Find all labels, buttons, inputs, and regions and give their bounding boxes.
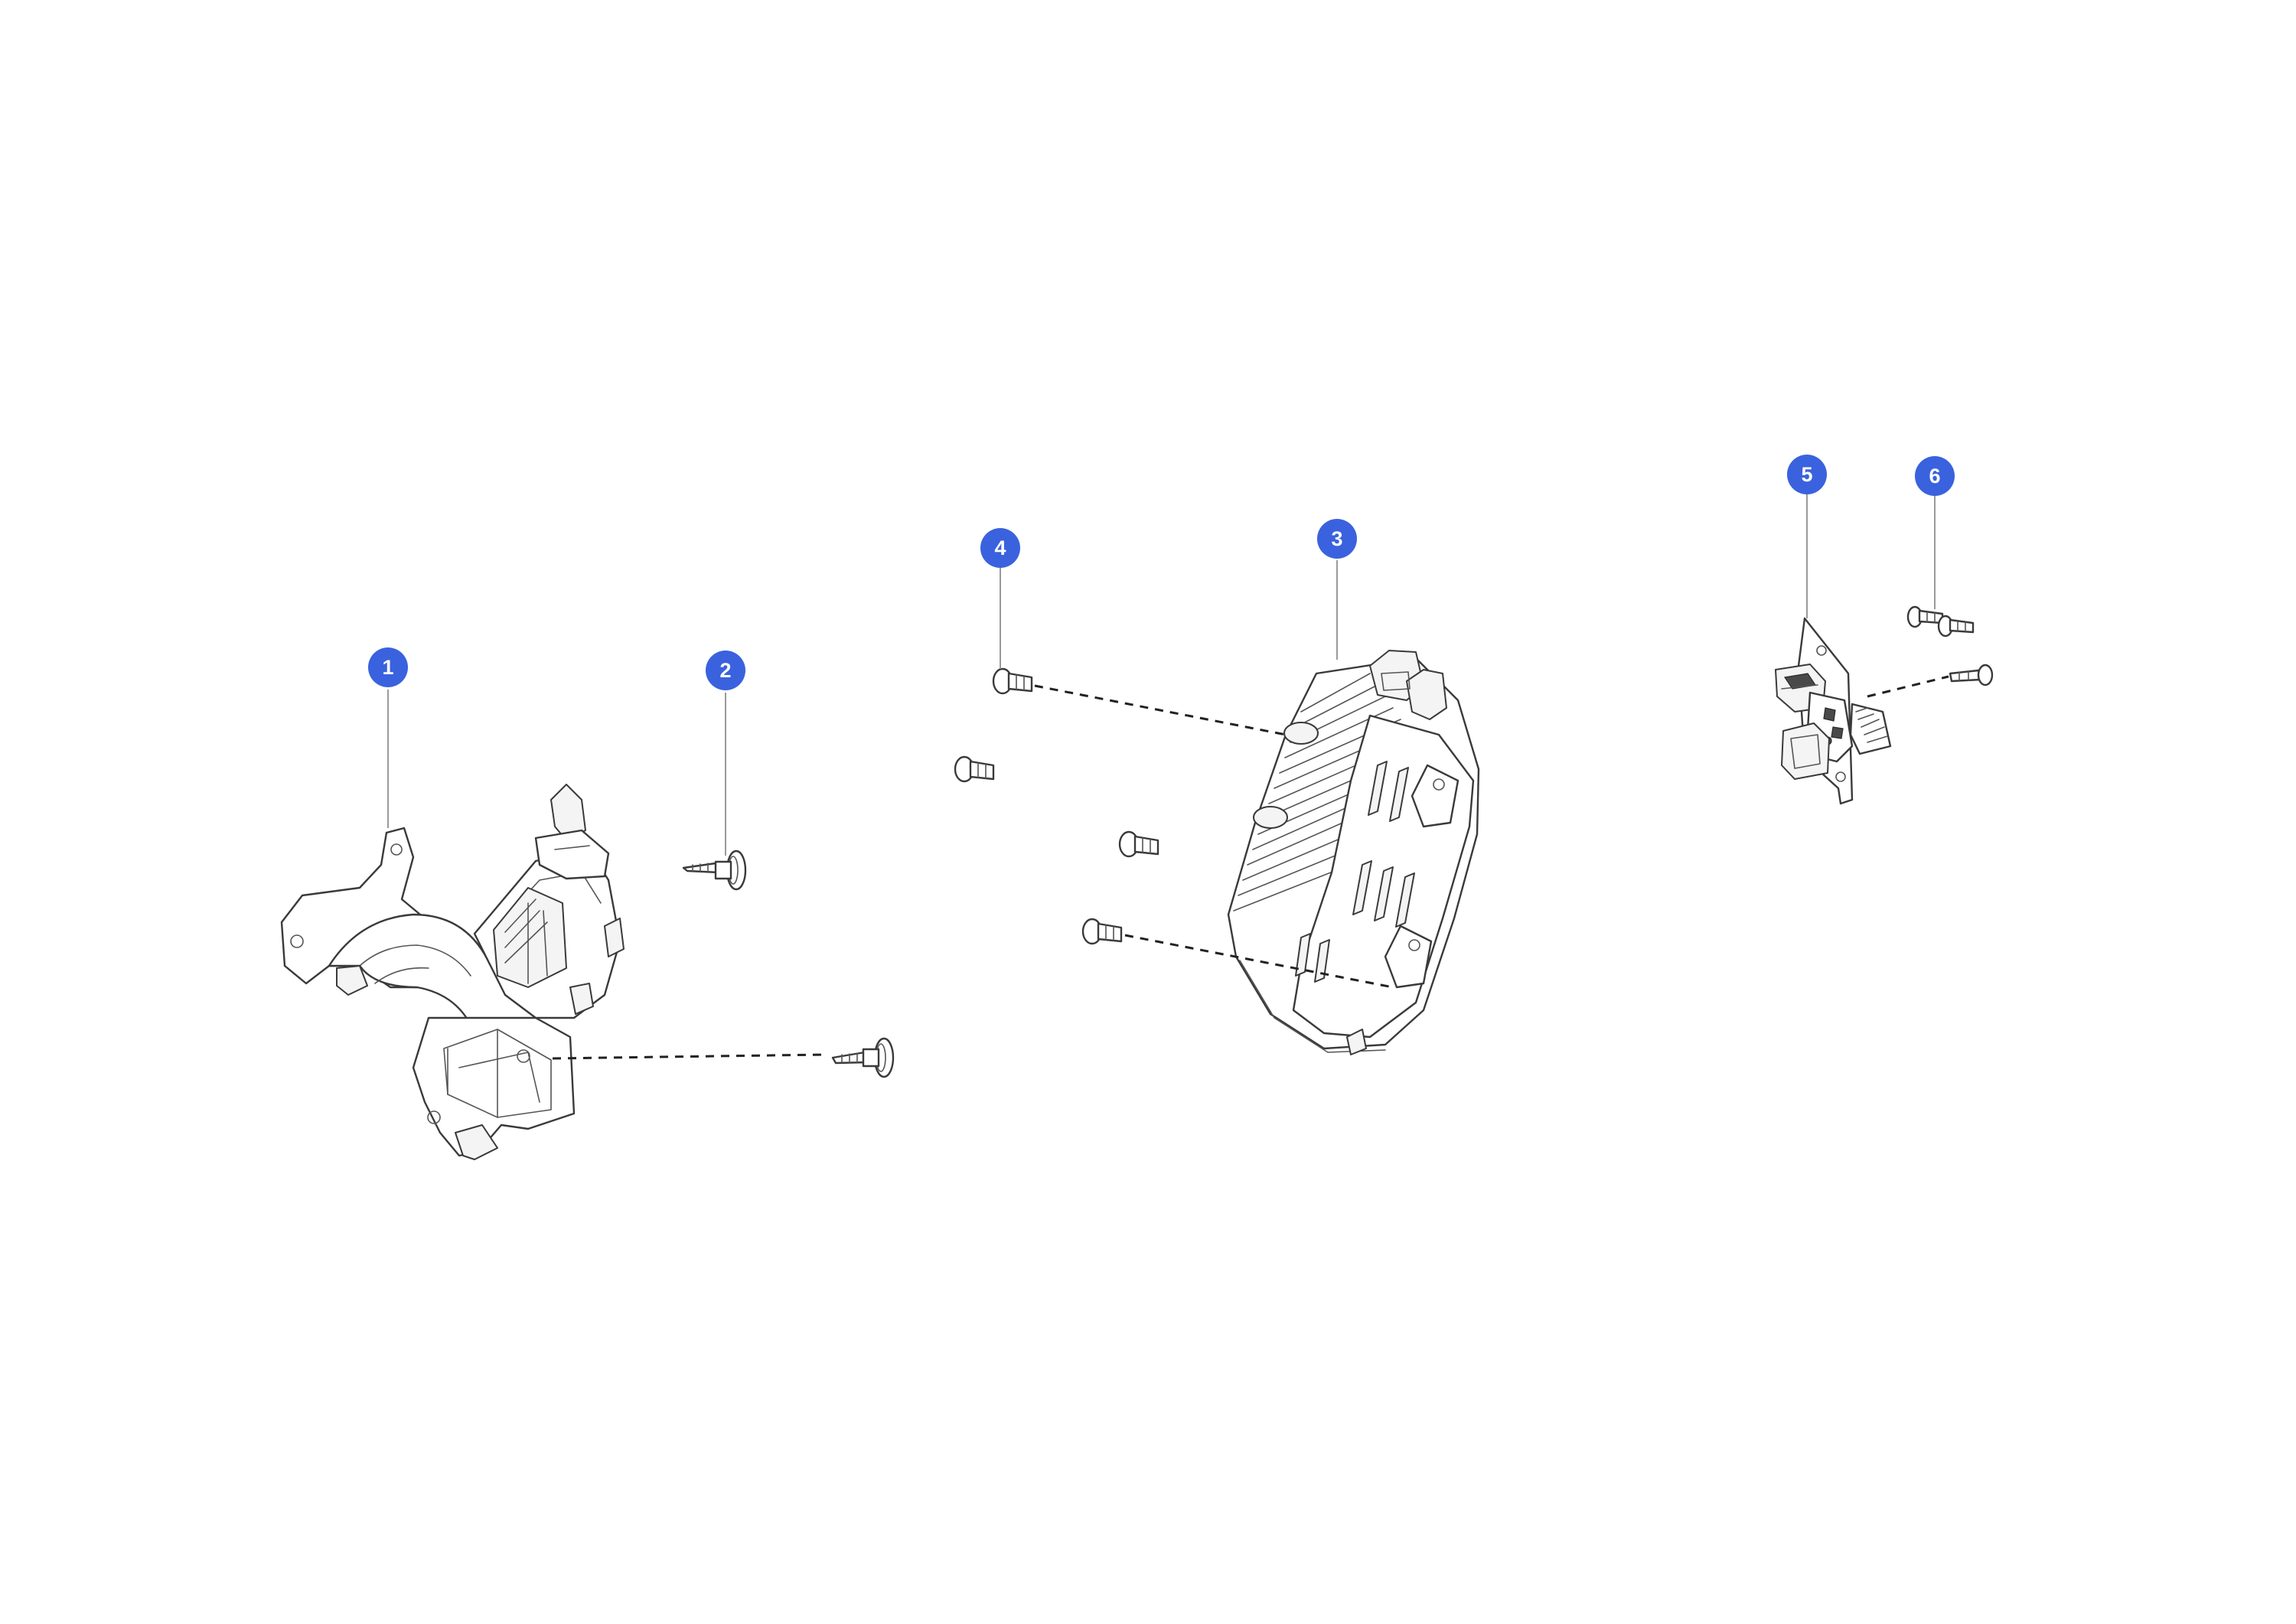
callout-label-3: 3	[1331, 527, 1342, 550]
callout-marker-1: 1	[368, 647, 408, 687]
callout-label-6: 6	[1929, 465, 1940, 488]
assembly-line-board	[1867, 675, 1949, 698]
module-screw-b	[954, 755, 995, 783]
board-screw-b	[1937, 615, 1975, 638]
callout-marker-3: 3	[1317, 519, 1357, 559]
callout-label-2: 2	[719, 659, 731, 682]
module-screw-c	[1118, 830, 1159, 858]
circuit-board-part	[1775, 617, 1892, 805]
callout-label-1: 1	[382, 656, 393, 679]
assembly-line-bracket	[552, 1053, 827, 1060]
callout-marker-2: 2	[706, 651, 745, 690]
bracket-part	[280, 784, 625, 1160]
assembly-line-module-top	[1034, 684, 1287, 736]
tapping-screw-lower	[831, 1037, 895, 1078]
tapping-screw-upper	[682, 850, 747, 891]
callout-label-4: 4	[994, 536, 1006, 559]
callout-label-5: 5	[1801, 463, 1812, 486]
module-screw-a	[992, 667, 1033, 695]
control-module-part	[1227, 650, 1480, 1055]
callout-marker-4: 4	[980, 528, 1020, 568]
callout-marker-6: 6	[1915, 456, 1955, 496]
module-screw-d	[1081, 918, 1123, 945]
callout-marker-5: 5	[1787, 455, 1827, 494]
board-screw-a	[1906, 605, 1944, 628]
board-screw-c	[1949, 664, 1994, 686]
